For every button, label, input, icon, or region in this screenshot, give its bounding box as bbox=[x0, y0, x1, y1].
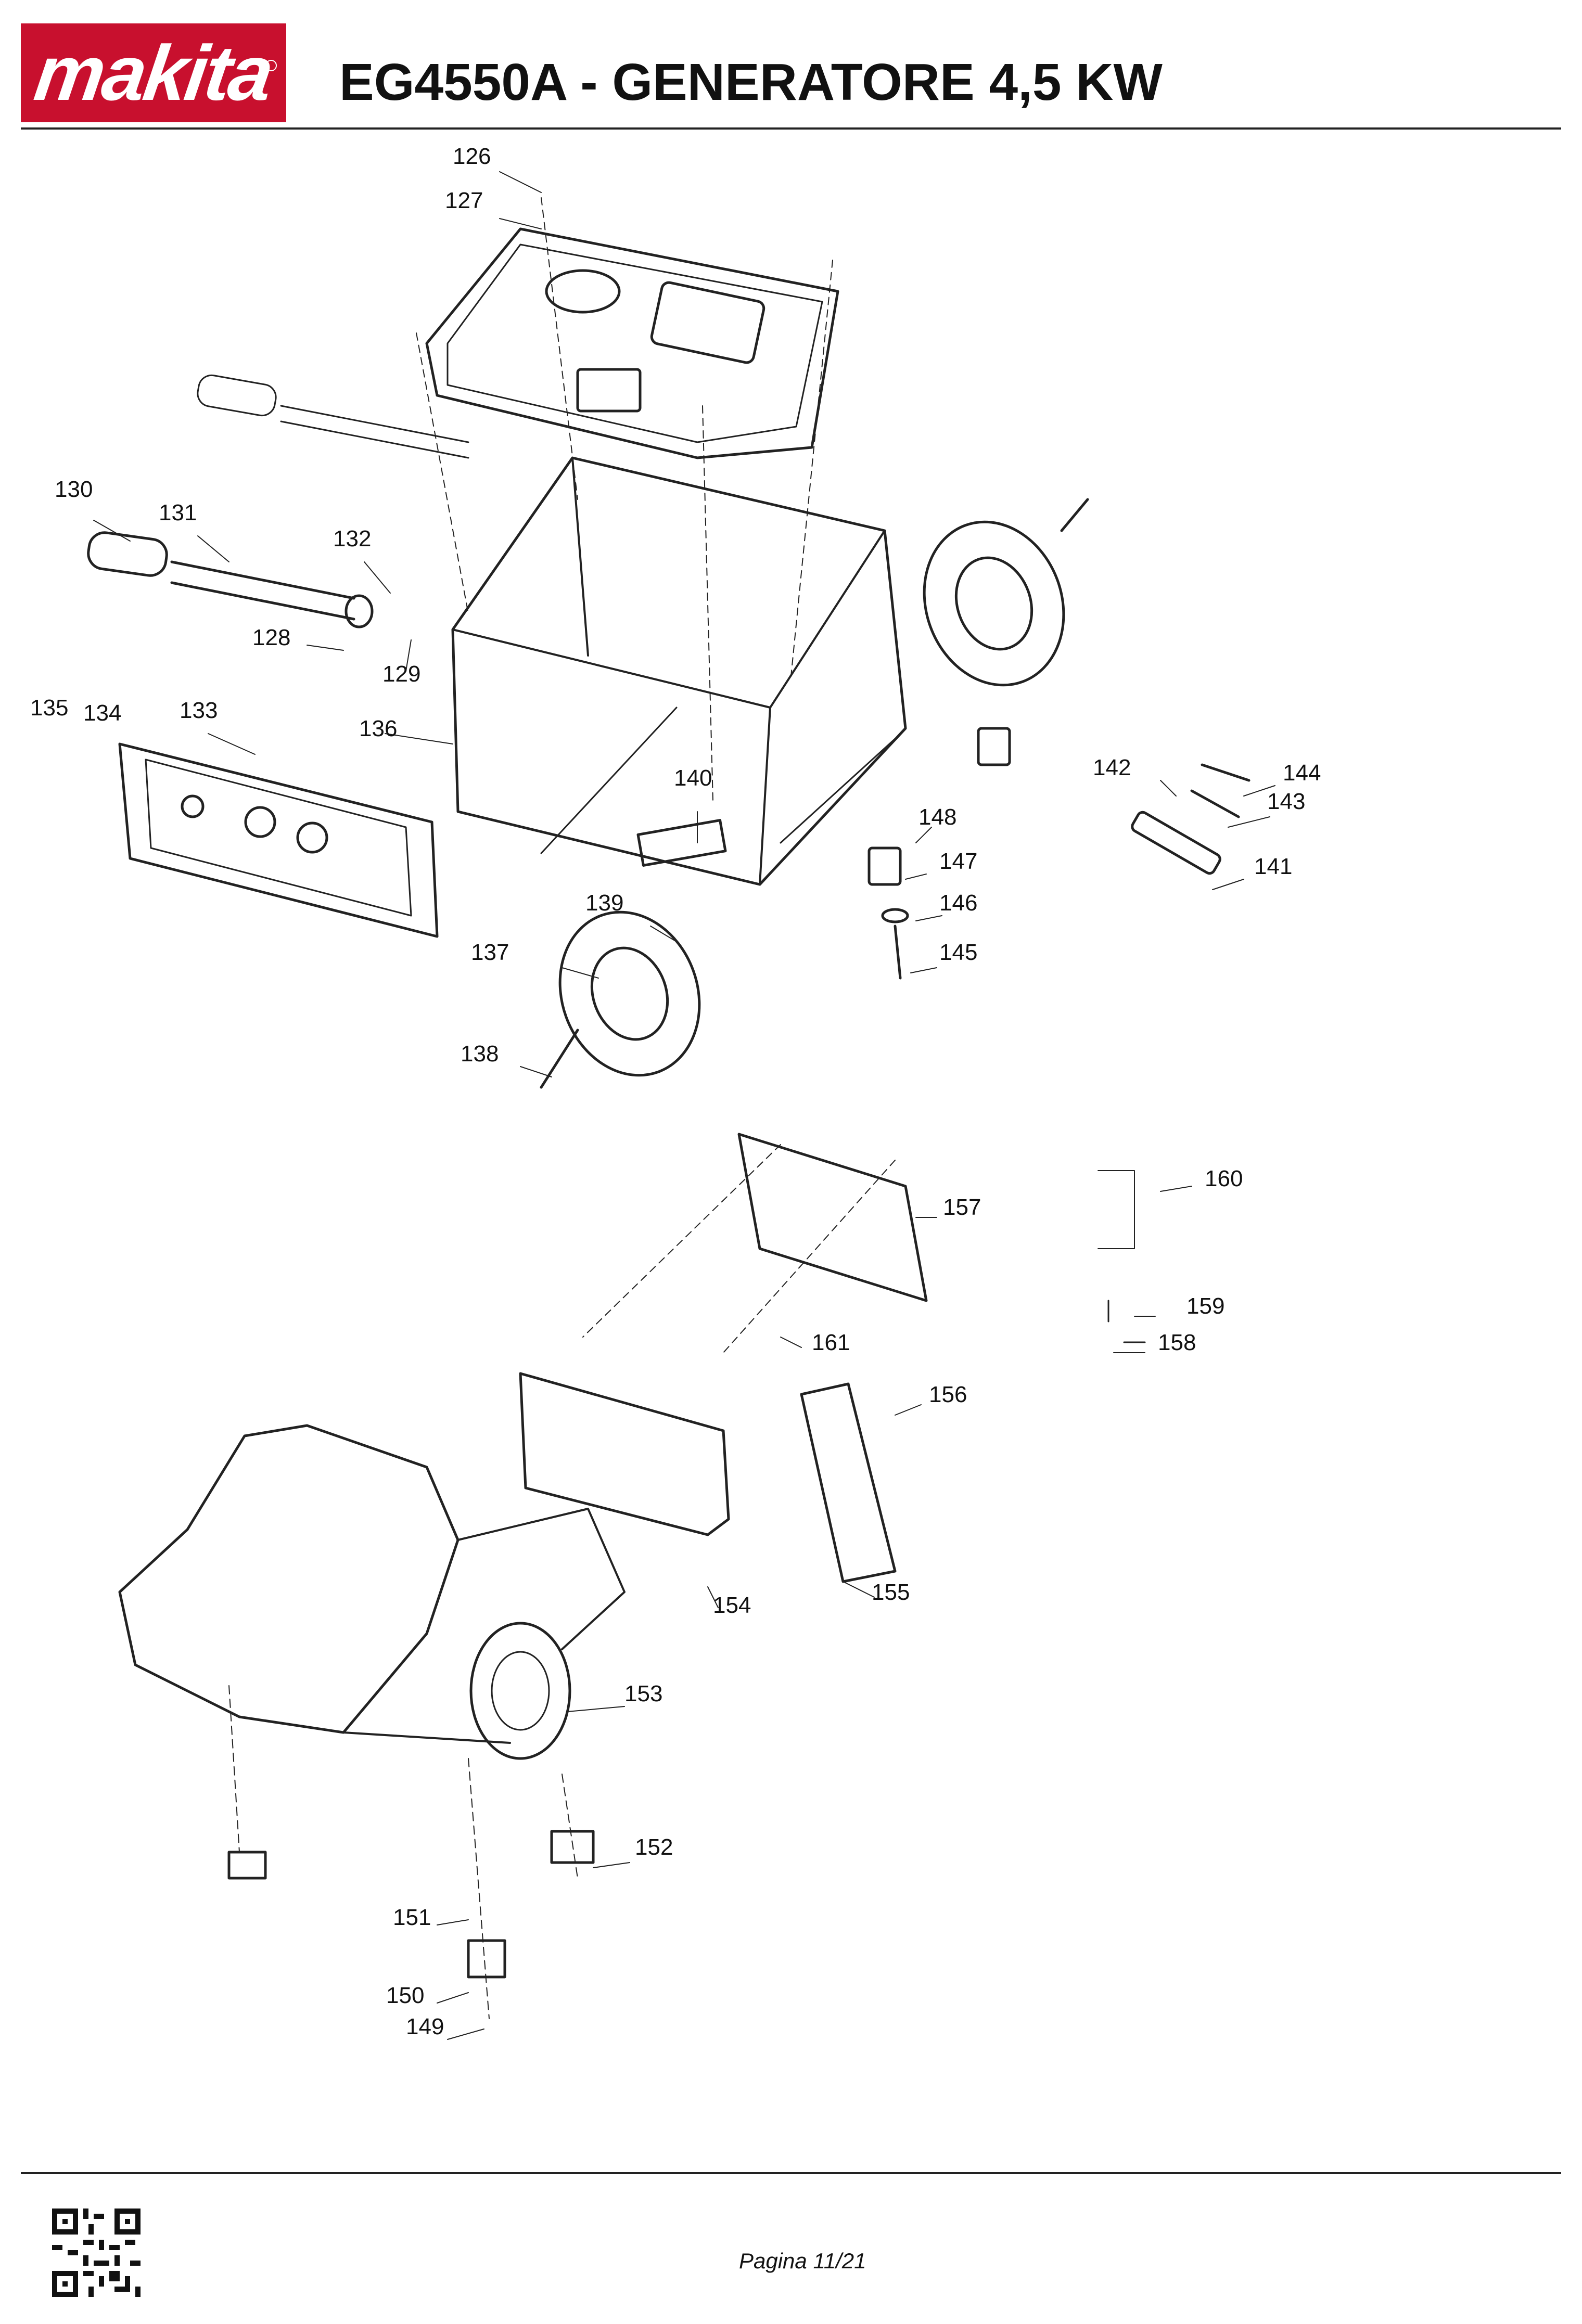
engine-alternator-drawing bbox=[118, 1424, 626, 2019]
part-label-148: 148 bbox=[918, 804, 956, 830]
cover-panels-drawing bbox=[519, 1133, 1146, 1583]
registered-mark-icon bbox=[265, 60, 277, 71]
part-label-159: 159 bbox=[1186, 1293, 1224, 1319]
part-label-161: 161 bbox=[812, 1330, 850, 1355]
part-label-160: 160 bbox=[1205, 1166, 1243, 1191]
part-label-152: 152 bbox=[635, 1834, 673, 1860]
part-label-157: 157 bbox=[943, 1195, 981, 1220]
page-title: EG4550A - GENERATORE 4,5 KW bbox=[339, 53, 1163, 111]
fuel-tank-cover-drawing bbox=[425, 227, 839, 459]
feet-drawing bbox=[867, 727, 1251, 980]
part-label-141: 141 bbox=[1254, 854, 1292, 879]
part-number-labels: 126 127 128 129 130 131 132 133 134 135 136 137 138 1… bbox=[30, 144, 1321, 2039]
part-label-155: 155 bbox=[872, 1580, 910, 1605]
part-label-131: 131 bbox=[159, 500, 197, 525]
part-label-130: 130 bbox=[55, 477, 93, 502]
part-label-127: 127 bbox=[445, 188, 483, 213]
part-label-133: 133 bbox=[180, 698, 218, 723]
part-label-151: 151 bbox=[393, 1905, 431, 1930]
part-label-156: 156 bbox=[929, 1382, 967, 1407]
part-label-128: 128 bbox=[252, 625, 290, 650]
handle-drawing bbox=[87, 374, 469, 628]
part-label-137: 137 bbox=[471, 940, 509, 965]
part-label-146: 146 bbox=[939, 890, 977, 916]
part-label-147: 147 bbox=[939, 849, 977, 874]
part-label-142: 142 bbox=[1093, 755, 1131, 780]
wheels-drawing bbox=[540, 498, 1089, 1089]
part-label-158: 158 bbox=[1158, 1330, 1196, 1355]
footer-rule bbox=[21, 2172, 1561, 2174]
part-label-138: 138 bbox=[461, 1041, 499, 1067]
part-label-144: 144 bbox=[1283, 760, 1321, 786]
part-label-126: 126 bbox=[453, 144, 491, 169]
part-label-140: 140 bbox=[674, 765, 712, 791]
part-label-153: 153 bbox=[624, 1681, 662, 1706]
part-label-136: 136 bbox=[359, 716, 397, 741]
tubular-frame-drawing bbox=[451, 456, 907, 886]
makita-logo: makita bbox=[21, 23, 286, 122]
qr-code-icon bbox=[52, 2209, 141, 2297]
part-label-143: 143 bbox=[1267, 789, 1305, 814]
assembly-lines bbox=[416, 197, 896, 1353]
part-label-139: 139 bbox=[585, 890, 623, 916]
part-label-149: 149 bbox=[406, 2014, 444, 2039]
part-label-134: 134 bbox=[83, 700, 121, 726]
part-label-150: 150 bbox=[386, 1983, 424, 2008]
part-label-154: 154 bbox=[713, 1593, 751, 1618]
part-label-135: 135 bbox=[30, 695, 68, 721]
header-rule bbox=[21, 127, 1561, 130]
page-number: Pagina 11/21 bbox=[739, 2249, 866, 2273]
part-label-132: 132 bbox=[333, 526, 371, 551]
part-label-145: 145 bbox=[939, 940, 977, 965]
control-panel-drawing bbox=[118, 742, 439, 938]
part-label-129: 129 bbox=[382, 661, 420, 687]
